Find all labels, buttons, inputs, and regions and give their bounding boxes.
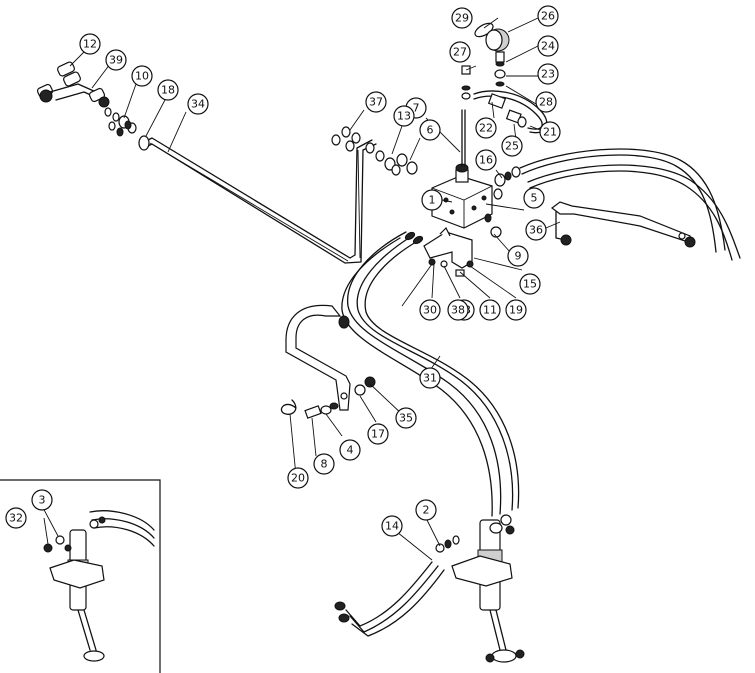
gauge-assembly (461, 22, 548, 134)
callout-number: 20 (291, 472, 305, 485)
callout-29: 29 (451, 7, 473, 29)
callout-28: 28 (535, 91, 557, 113)
long-hoses (341, 231, 520, 517)
callout-32: 32 (5, 507, 27, 529)
callout-number: 7 (413, 102, 420, 115)
callout-number: 28 (539, 96, 553, 109)
callout-number: 4 (347, 444, 354, 457)
callout-18: 18 (157, 79, 179, 101)
callout-number: 11 (483, 304, 497, 317)
mounting-plate (423, 226, 474, 277)
callout-13: 13 (393, 105, 415, 127)
callout-number: 22 (479, 122, 493, 135)
callout-17: 17 (367, 423, 389, 445)
callout-number: 26 (541, 10, 555, 23)
callout-4: 4 (339, 439, 361, 461)
callout-15: 15 (519, 273, 541, 295)
callout-number: 10 (135, 70, 149, 83)
callout-20: 20 (287, 467, 309, 489)
hydraulic-cylinder (451, 514, 525, 663)
callout-number: 24 (541, 40, 555, 53)
callout-39: 39 (105, 49, 127, 71)
callout-number: 2 (423, 504, 430, 517)
callout-number: 37 (369, 96, 383, 109)
left-fittings (104, 107, 150, 151)
callout-19: 19 (505, 299, 527, 321)
callout-number: 38 (451, 304, 465, 317)
callout-3: 3 (31, 489, 53, 511)
inset-view (0, 479, 161, 673)
callout-number: 8 (321, 458, 328, 471)
callout-9: 9 (507, 245, 529, 267)
callout-36: 36 (525, 219, 547, 241)
callout-number: 1 (429, 194, 436, 207)
callout-38-label: 38 (447, 299, 469, 321)
callout-10: 10 (131, 65, 153, 87)
valve-side-fittings (484, 166, 521, 238)
callout-number: 13 (397, 110, 411, 123)
callout-8: 8 (313, 453, 335, 475)
callout-37: 37 (365, 91, 387, 113)
callout-35: 35 (395, 407, 417, 429)
callout-30: 30 (419, 299, 441, 321)
callout-number: 29 (455, 12, 469, 25)
callout-21: 21 (539, 121, 561, 143)
callout-number: 3 (39, 494, 46, 507)
callout-11: 11 (479, 299, 501, 321)
callout-12: 12 (79, 33, 101, 55)
callout-25: 25 (501, 135, 523, 157)
callout-number: 9 (515, 250, 522, 263)
callout-34: 34 (187, 93, 209, 115)
callout-number: 14 (385, 520, 399, 533)
callout-number: 27 (453, 46, 467, 59)
left-support-arm (280, 304, 376, 419)
callout-24: 24 (537, 35, 559, 57)
callout-number: 6 (427, 124, 434, 137)
callout-number: 23 (541, 68, 555, 81)
callout-number: 35 (399, 412, 413, 425)
callout-number: 21 (543, 126, 557, 139)
callout-16: 16 (475, 149, 497, 171)
callouts: 1 2 3 4 5 6 7 8 9 10 11 12 13 14 15 16 1… (5, 5, 561, 537)
callout-number: 18 (161, 84, 175, 97)
callout-number: 19 (509, 304, 523, 317)
valve-block (431, 109, 493, 229)
upper-middle-fittings (331, 126, 418, 176)
callout-number: 12 (83, 38, 97, 51)
callout-23: 23 (537, 63, 559, 85)
right-bracket (551, 201, 696, 248)
callout-number: 15 (523, 278, 537, 291)
callout-26: 26 (537, 5, 559, 27)
callout-number: 30 (423, 304, 437, 317)
callout-31: 31 (419, 367, 441, 389)
callout-number: 36 (529, 224, 543, 237)
lower-hoses (334, 535, 460, 637)
quick-couplers (36, 61, 110, 108)
right-hoses (519, 148, 741, 261)
rigid-hose-pair (147, 137, 377, 264)
callout-number: 16 (479, 154, 493, 167)
callout-number: 39 (109, 54, 123, 67)
leader-lines (41, 17, 561, 561)
callout-number: 25 (505, 140, 519, 153)
callout-number: 5 (531, 192, 538, 205)
callout-number: 34 (191, 98, 205, 111)
callout-number: 31 (423, 372, 437, 385)
callout-5: 5 (523, 187, 545, 209)
callout-22: 22 (475, 117, 497, 139)
callout-number: 32 (9, 512, 23, 525)
callout-6: 6 (419, 119, 441, 141)
callout-1: 1 (421, 189, 443, 211)
callout-2: 2 (415, 499, 437, 521)
callout-27: 27 (449, 41, 471, 63)
callout-number: 17 (371, 428, 385, 441)
callout-14: 14 (381, 515, 403, 537)
